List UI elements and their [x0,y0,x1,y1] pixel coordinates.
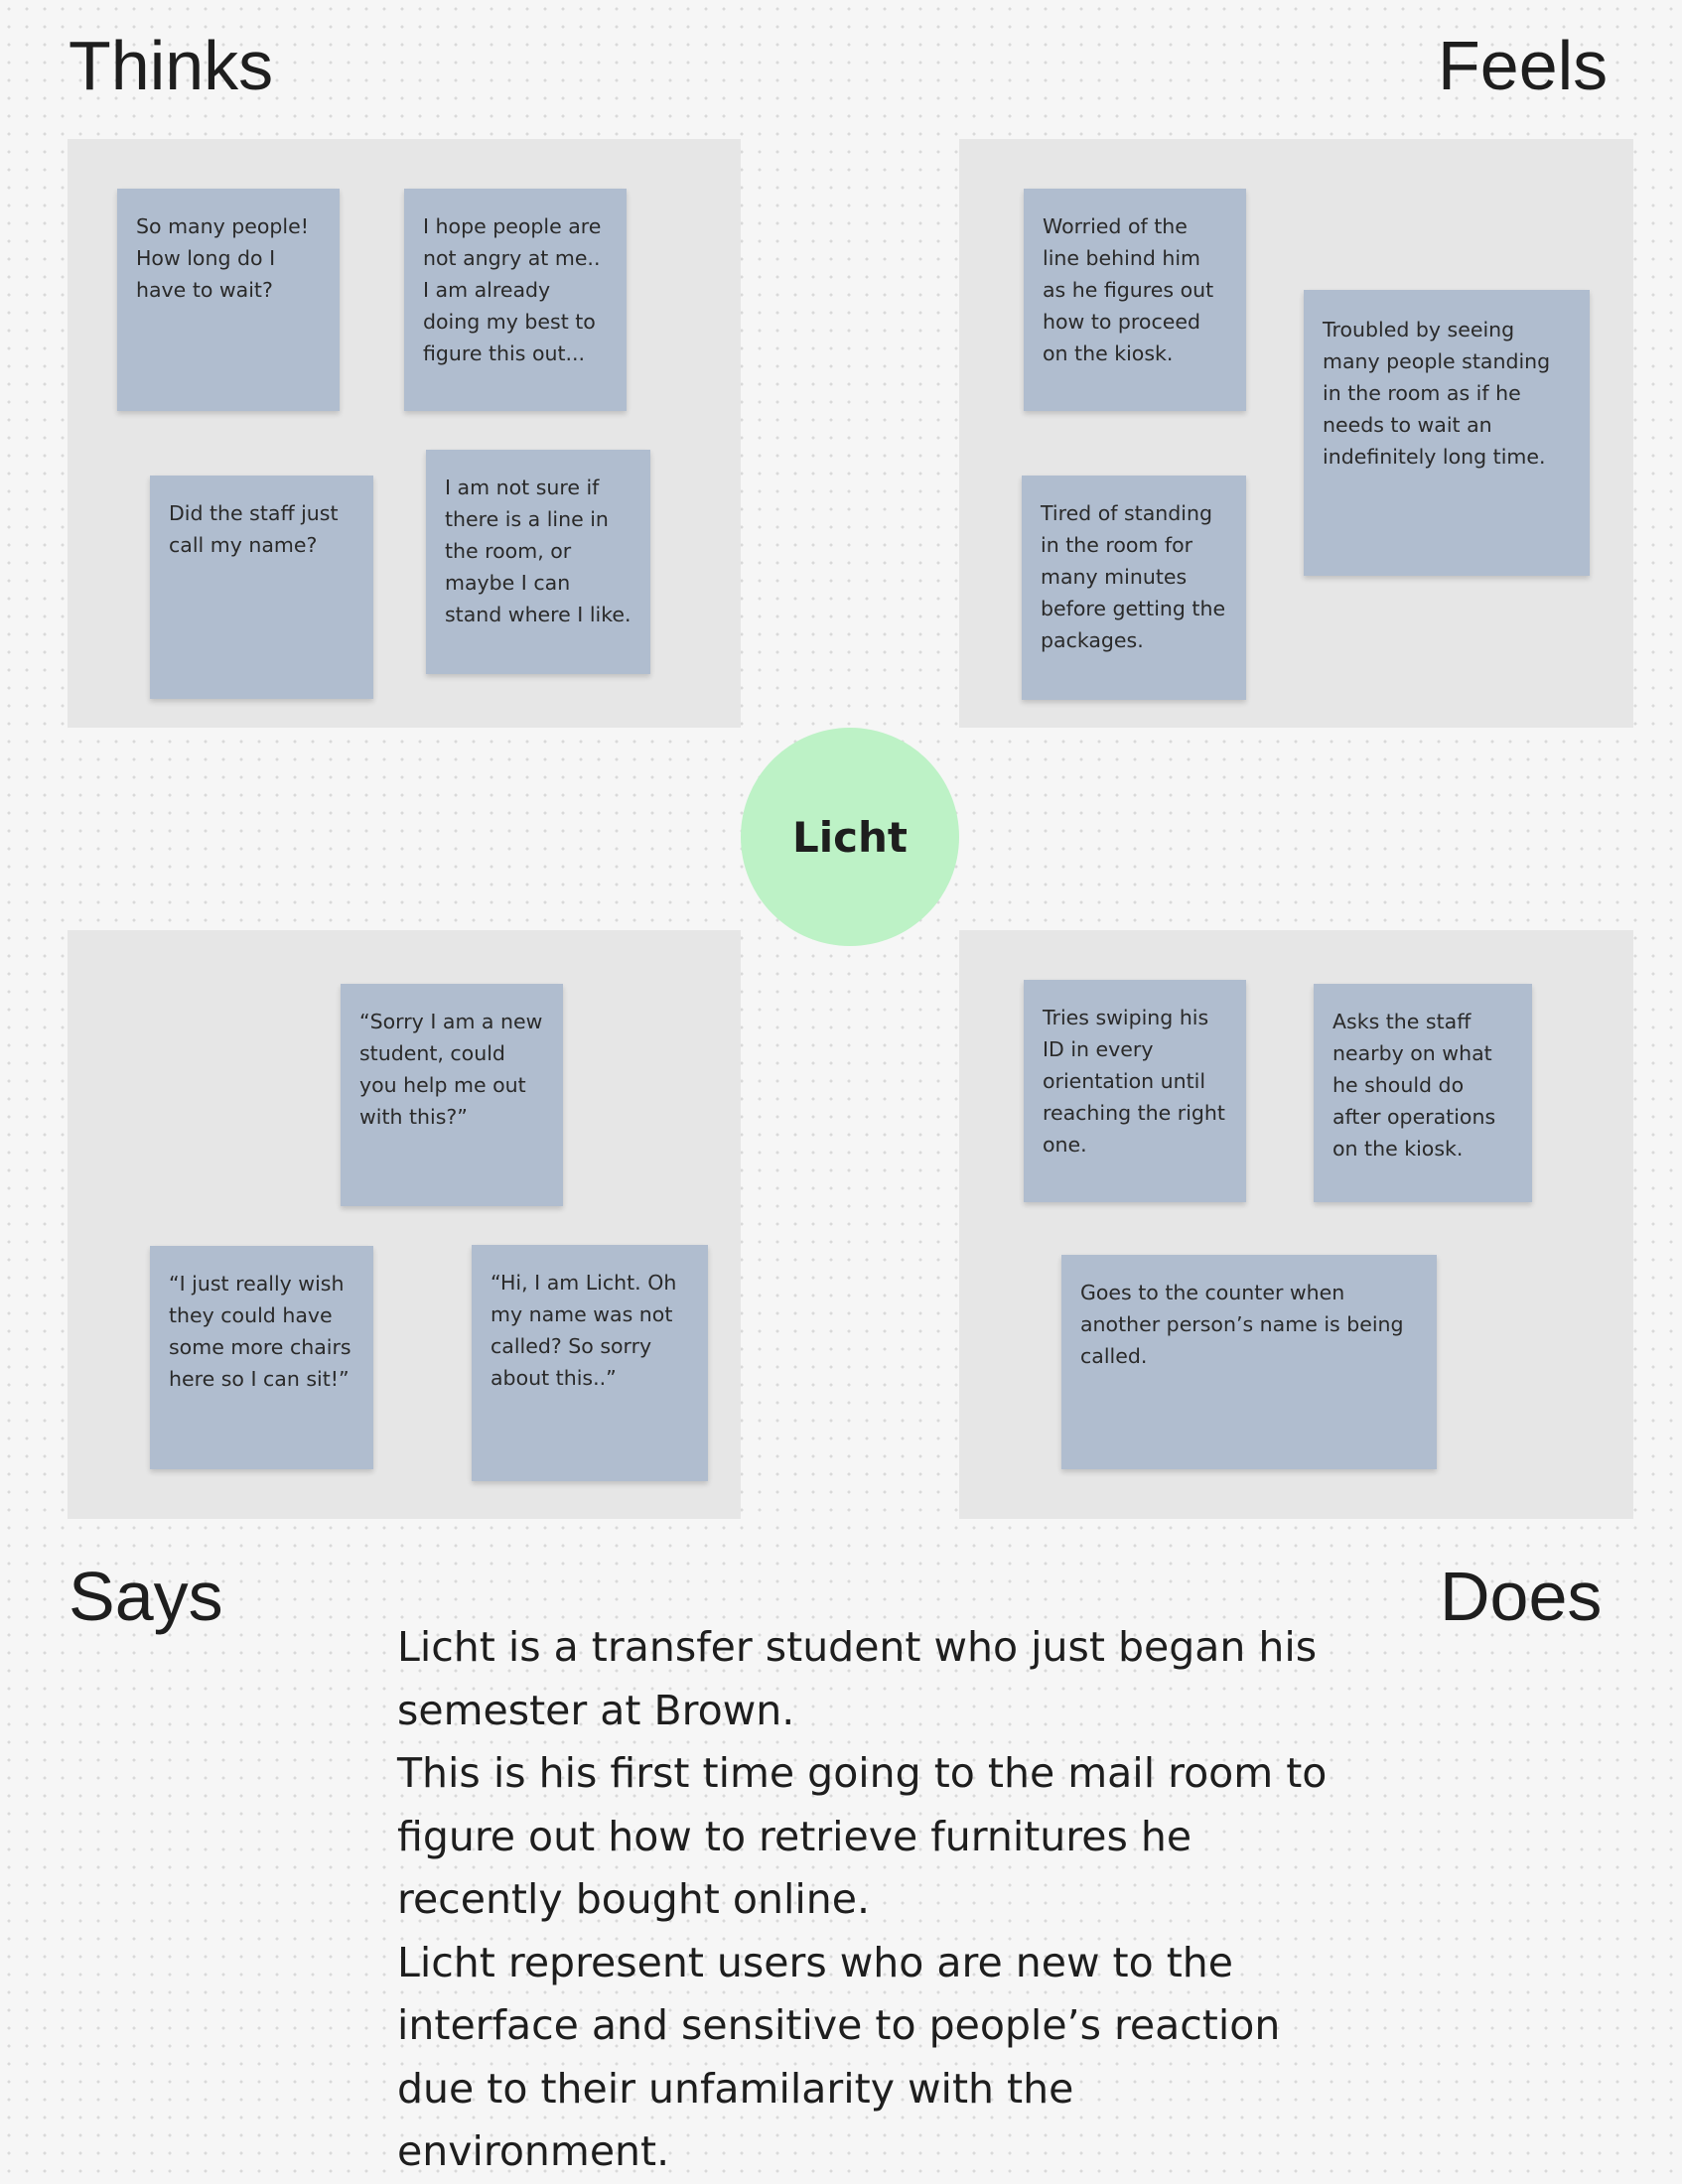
thinks-sticky-note[interactable]: So many people! How long do I have to wa… [117,189,340,411]
says-sticky-note[interactable]: “I just really wish they could have some… [150,1246,373,1469]
persona-description: Licht is a transfer student who just beg… [397,1616,1350,2184]
feels-heading: Feels [1438,27,1609,104]
says-sticky-note[interactable]: “Hi, I am Licht. Oh my name was not call… [472,1245,708,1481]
does-heading: Does [1440,1558,1603,1635]
does-sticky-note[interactable]: Goes to the counter when another person’… [1061,1255,1437,1469]
description-paragraph: Licht represent users who are new to the… [397,1938,1281,2176]
persona-name: Licht [791,812,909,862]
does-sticky-note[interactable]: Asks the staff nearby on what he should … [1314,984,1532,1202]
says-heading: Says [69,1558,223,1635]
description-paragraph: This is his first time going to the mail… [397,1749,1328,1923]
thinks-sticky-note[interactable]: Did the staff just call my name? [150,476,373,699]
thinks-heading: Thinks [69,27,274,104]
thinks-sticky-note[interactable]: I am not sure if there is a line in the … [426,450,650,674]
persona-circle: Licht [741,728,959,946]
does-sticky-note[interactable]: Tries swiping his ID in every orientatio… [1024,980,1246,1202]
says-sticky-note[interactable]: “Sorry I am a new student, could you hel… [341,984,563,1206]
feels-sticky-note[interactable]: Worried of the line behind him as he fig… [1024,189,1246,411]
thinks-sticky-note[interactable]: I hope people are not angry at me.. I am… [404,189,627,411]
feels-sticky-note[interactable]: Troubled by seeing many people standing … [1304,290,1590,576]
description-paragraph: Licht is a transfer student who just beg… [397,1623,1318,1734]
feels-sticky-note[interactable]: Tired of standing in the room for many m… [1022,476,1246,700]
